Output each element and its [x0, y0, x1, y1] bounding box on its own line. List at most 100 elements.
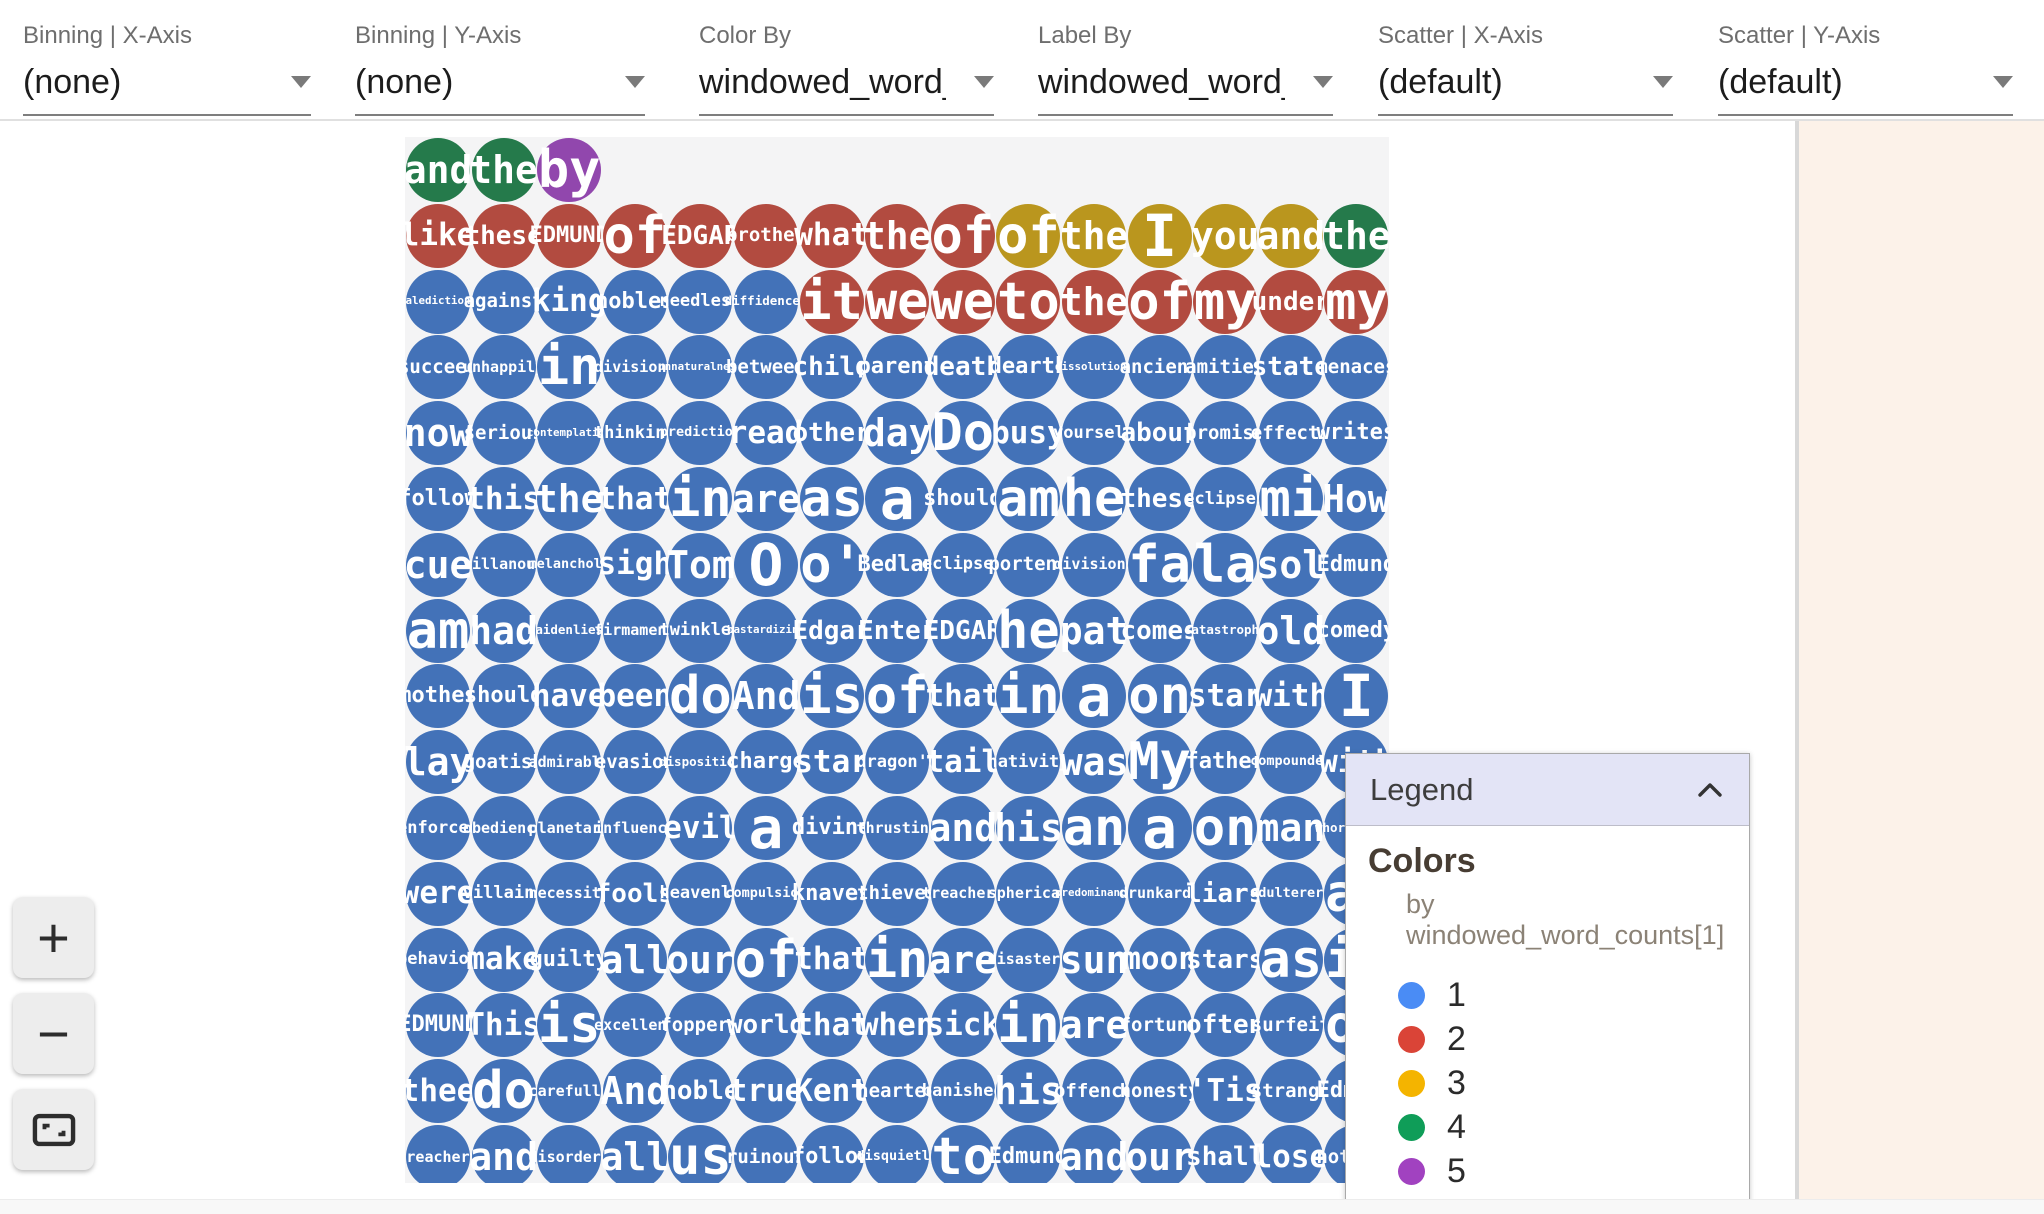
word-circle[interactable]: comes	[1120, 598, 1199, 663]
word-circle[interactable]: against	[464, 269, 544, 334]
word-circle[interactable]: follow	[792, 1125, 871, 1183]
word-circle[interactable]: busy	[991, 401, 1066, 466]
word-circle[interactable]: ruinous	[726, 1125, 806, 1183]
word-circle[interactable]: often	[1186, 993, 1264, 1058]
word-circle[interactable]: our	[1125, 1125, 1194, 1183]
word-circle[interactable]: admirable	[529, 730, 610, 795]
word-circle[interactable]: fa	[1127, 532, 1192, 597]
word-circle[interactable]: like	[405, 203, 475, 268]
word-circle[interactable]: follow	[405, 467, 478, 531]
word-circle[interactable]: knaves	[792, 861, 871, 926]
word-circle[interactable]: And	[732, 664, 800, 729]
word-circle[interactable]: the	[1322, 203, 1389, 268]
word-circle[interactable]: had	[469, 598, 538, 663]
word-circle[interactable]: yourself	[1053, 401, 1135, 466]
word-circle[interactable]: charge	[726, 730, 806, 795]
word-circle[interactable]: hearted	[857, 1059, 937, 1124]
word-circle[interactable]: dragon's	[856, 730, 938, 795]
word-circle[interactable]: offence	[1054, 1059, 1134, 1124]
word-circle[interactable]: of	[930, 203, 995, 268]
word-circle[interactable]: that	[794, 993, 869, 1058]
word-circle[interactable]: disasters	[988, 927, 1069, 992]
word-circle[interactable]: it	[799, 269, 864, 334]
word-circle[interactable]: strange	[1251, 1059, 1331, 1124]
legend-header[interactable]: Legend	[1346, 754, 1749, 826]
word-circle[interactable]: the	[1060, 203, 1128, 268]
word-circle[interactable]: true	[729, 1059, 803, 1124]
word-circle[interactable]: world	[727, 993, 805, 1058]
word-circle[interactable]: sick	[925, 993, 1000, 1058]
word-circle[interactable]: maidenliest	[528, 598, 611, 663]
word-circle[interactable]: And	[600, 1059, 669, 1124]
word-circle[interactable]: catastrophe	[1184, 598, 1267, 663]
word-circle[interactable]: in	[537, 335, 602, 400]
word-circle[interactable]: portend	[988, 532, 1068, 597]
word-circle[interactable]: treachers	[922, 861, 1003, 926]
word-circle[interactable]: effects	[1251, 401, 1331, 466]
word-circle[interactable]: of	[734, 927, 798, 992]
word-circle[interactable]: am	[406, 598, 470, 663]
word-circle[interactable]: on	[1193, 796, 1258, 860]
word-circle[interactable]: mother	[405, 664, 478, 729]
word-circle[interactable]: am	[996, 467, 1061, 531]
word-circle[interactable]: we	[930, 269, 995, 334]
chevron-down-icon[interactable]	[1653, 76, 1673, 88]
word-circle[interactable]: Edmund	[989, 1125, 1068, 1183]
word-circle[interactable]: we	[865, 269, 930, 334]
word-circle[interactable]: villains	[463, 861, 545, 926]
word-circle[interactable]: influence	[594, 796, 675, 860]
zoom-out-button[interactable]: −	[13, 993, 94, 1074]
word-circle[interactable]: that	[597, 467, 672, 531]
word-circle[interactable]: a	[1127, 796, 1192, 860]
word-circle[interactable]: stars	[1186, 927, 1264, 992]
word-circle[interactable]: shall	[1186, 1125, 1264, 1183]
word-circle[interactable]: promise	[1185, 401, 1265, 466]
word-circle[interactable]: cue	[405, 532, 472, 597]
word-circle[interactable]: behavior	[405, 927, 479, 992]
word-circle[interactable]: between	[726, 335, 806, 400]
word-circle[interactable]: disorders	[529, 1125, 610, 1183]
chevron-down-icon[interactable]	[291, 76, 311, 88]
word-circle[interactable]: star	[794, 730, 869, 795]
word-circle[interactable]: comedy	[1317, 598, 1389, 663]
word-circle[interactable]: How	[1322, 467, 1389, 531]
word-circle[interactable]: king	[532, 269, 607, 334]
chevron-down-icon[interactable]	[1993, 76, 2013, 88]
word-circle[interactable]: have	[532, 664, 607, 729]
word-circle[interactable]: the	[1060, 269, 1128, 334]
word-circle[interactable]: of	[996, 203, 1061, 268]
word-circle[interactable]: eclipses	[922, 532, 1004, 597]
word-circle[interactable]: Bedlam	[857, 532, 937, 597]
word-circle[interactable]: treachery	[405, 1125, 479, 1183]
word-circle[interactable]: was	[1060, 730, 1128, 795]
word-circle[interactable]: of	[865, 664, 930, 729]
word-circle[interactable]: predominance	[1055, 861, 1133, 926]
word-circle[interactable]: foppery	[660, 993, 740, 1058]
word-circle[interactable]: man	[1256, 796, 1325, 860]
word-circle[interactable]: my	[1193, 269, 1258, 334]
word-circle[interactable]: and	[928, 796, 997, 860]
word-circle[interactable]: make	[466, 927, 541, 992]
word-circle[interactable]: nativity	[987, 730, 1069, 795]
word-circle[interactable]: mi	[1258, 467, 1323, 531]
word-circle[interactable]: lay	[405, 730, 472, 795]
word-circle[interactable]: this	[466, 467, 541, 531]
word-circle[interactable]: in	[668, 467, 733, 531]
word-circle[interactable]: when	[860, 993, 935, 1058]
word-circle[interactable]: in	[865, 927, 930, 992]
chevron-up-icon[interactable]	[1697, 782, 1723, 798]
word-circle[interactable]: and	[469, 1125, 538, 1183]
word-circle[interactable]: divisions	[594, 335, 675, 400]
word-circle[interactable]: o'	[799, 532, 864, 597]
word-circle[interactable]: thrusting	[857, 796, 938, 860]
word-circle[interactable]: sun	[1060, 927, 1128, 992]
word-circle[interactable]: the	[469, 138, 538, 202]
word-circle[interactable]: pat	[1060, 598, 1128, 663]
word-circle[interactable]: banished	[922, 1059, 1004, 1124]
word-circle[interactable]: excellent	[594, 993, 675, 1058]
word-circle[interactable]: EDMUND	[405, 993, 478, 1058]
word-circle[interactable]: were	[405, 861, 475, 926]
word-circle[interactable]: noble	[661, 1059, 740, 1124]
word-circle[interactable]: a	[1062, 664, 1126, 729]
word-circle[interactable]: parent	[857, 335, 937, 400]
